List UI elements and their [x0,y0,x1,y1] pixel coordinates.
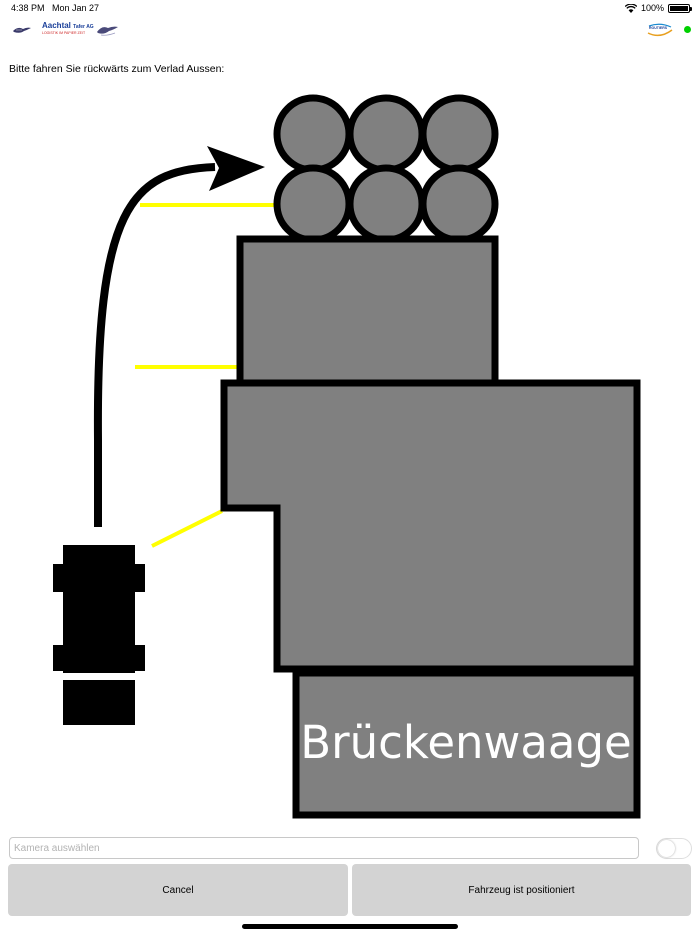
vehicle-icon [53,545,145,725]
wifi-icon [624,3,637,13]
toggle-knob[interactable] [658,840,675,857]
bird-logo-icon [13,27,31,33]
camera-toggle[interactable] [656,838,692,859]
battery-percent: 100% [640,3,664,13]
status-date: Mon Jan 27 [52,3,100,13]
paper-roll [419,164,499,244]
vehicle-positioned-button[interactable]: Fahrzeug ist positioniert [352,864,691,916]
status-right: 100% [624,3,692,13]
aachtal-logo-suffix: Tafer AG [73,24,94,30]
cancel-button[interactable]: Cancel [8,864,348,916]
paper-rolls [273,94,499,244]
bird-logo-icon [97,26,118,36]
connection-status-dot [684,26,691,33]
instruction-text: Bitte fahren Sie rückwärts zum Verlad Au… [9,63,225,75]
aachtal-logo-main: Aachtal Tafer AG [42,21,94,31]
weighbridge-label: Brückenwaage [300,716,632,769]
loading-diagram: Brückenwaage [53,94,641,819]
paper-roll [346,164,426,244]
battery-icon [668,3,692,13]
battery-fill [670,5,688,11]
paper-roll [273,164,353,244]
paper-roll [419,94,499,174]
loading-platform [236,235,499,388]
aachtal-logo: Aachtal Tafer AG LOGISTIK IM PAPIER ZEIT [42,21,94,38]
company-logo-swoosh [647,23,673,37]
status-time: 4:38 PM [11,3,45,13]
paper-roll [346,94,426,174]
logo-bar: Aachtal Tafer AG LOGISTIK IM PAPIER ZEIT… [0,20,700,40]
paper-roll [273,94,353,174]
weighbridge [292,669,641,819]
aachtal-logo-name: Aachtal [42,21,71,30]
aachtal-logo-tagline: LOGISTIK IM PAPIER ZEIT [42,31,86,35]
company-logo-text: ROUTIERS [649,26,668,30]
building-block [220,379,641,673]
company-logo-icon: ROUTIERS [645,21,675,38]
home-indicator [242,924,458,929]
camera-select-input[interactable]: Kamera auswählen [9,837,639,859]
status-bar: 4:38 PM Mon Jan 27 100% [0,0,700,18]
guide-line-bottom [151,509,223,548]
reverse-path-arrow-line [93,163,216,527]
arrow-head-icon [207,146,265,191]
